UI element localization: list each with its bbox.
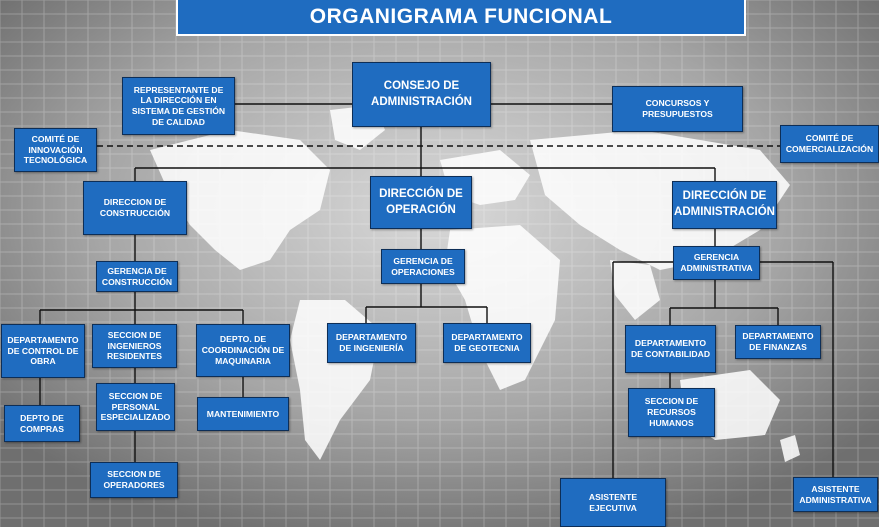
- seccion-personal-box[interactable]: SECCION DE PERSONAL ESPECIALIZADO: [96, 383, 175, 431]
- page-title: ORGANIGRAMA FUNCIONAL: [176, 0, 746, 36]
- gerencia-administrativa-box[interactable]: GERENCIA ADMINISTRATIVA: [673, 246, 760, 280]
- comite-comercializacion-box[interactable]: COMITÉ DE COMERCIALIZACIÓN: [780, 125, 879, 163]
- seccion-ingenieros-box[interactable]: SECCION DE INGENIEROS RESIDENTES: [92, 324, 177, 368]
- comite-innovacion-box[interactable]: COMITÉ DE INNOVACIÓN TECNOLÓGICA: [14, 128, 97, 172]
- asistente-administrativa-box[interactable]: ASISTENTE ADMINISTRATIVA: [793, 477, 878, 512]
- gerencia-operaciones-box[interactable]: GERENCIA DE OPERACIONES: [381, 249, 465, 284]
- concursos-presupuestos-box[interactable]: CONCURSOS Y PRESUPUESTOS: [612, 86, 743, 132]
- departamento-contabilidad-box[interactable]: DEPARTAMENTO DE CONTABILIDAD: [625, 325, 716, 373]
- departamento-control-obra-box[interactable]: DEPARTAMENTO DE CONTROL DE OBRA: [1, 324, 85, 378]
- direccion-operacion-box[interactable]: DIRECCIÓN DE OPERACIÓN: [370, 176, 472, 229]
- seccion-recursos-humanos-box[interactable]: SECCION DE RECURSOS HUMANOS: [628, 388, 715, 437]
- representante-calidad-box[interactable]: REPRESENTANTE DE LA DIRECCIÓN EN SISTEMA…: [122, 77, 235, 135]
- asistente-ejecutiva-box[interactable]: ASISTENTE EJECUTIVA: [560, 478, 666, 527]
- direccion-administracion-box[interactable]: DIRECCIÓN DE ADMINISTRACIÓN: [672, 181, 777, 229]
- mantenimiento-box[interactable]: MANTENIMIENTO: [197, 397, 289, 431]
- gerencia-construccion-box[interactable]: GERENCIA DE CONSTRUCCIÓN: [96, 261, 178, 292]
- departamento-geotecnia-box[interactable]: DEPARTAMENTO DE GEOTECNIA: [443, 323, 531, 363]
- depto-compras-box[interactable]: DEPTO DE COMPRAS: [4, 405, 80, 442]
- seccion-operadores-box[interactable]: SECCION DE OPERADORES: [90, 462, 178, 498]
- consejo-administracion-box[interactable]: CONSEJO DE ADMINISTRACIÓN: [352, 62, 491, 127]
- depto-maquinaria-box[interactable]: DEPTO. DE COORDINACIÓN DE MAQUINARIA: [196, 324, 290, 377]
- departamento-ingenieria-box[interactable]: DEPARTAMENTO DE INGENIERÍA: [327, 323, 416, 363]
- direccion-construccion-box[interactable]: DIRECCION DE CONSTRUCCIÓN: [83, 181, 187, 235]
- departamento-finanzas-box[interactable]: DEPARTAMENTO DE FINANZAS: [735, 325, 821, 359]
